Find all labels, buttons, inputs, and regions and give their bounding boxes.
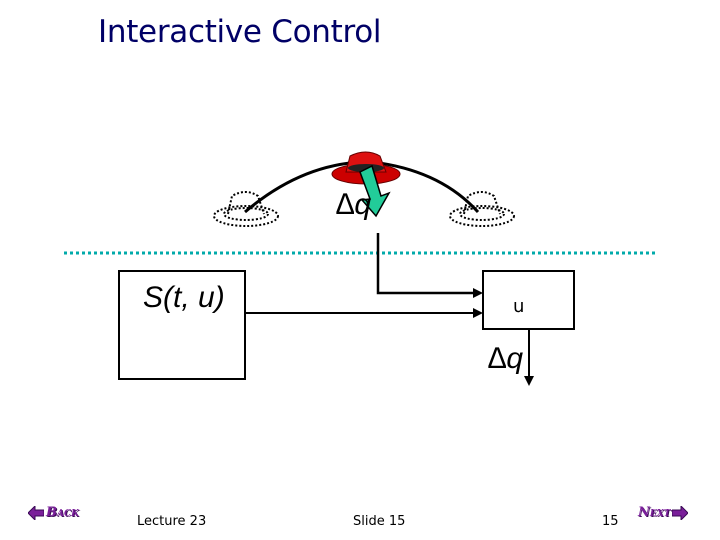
right-curve	[371, 160, 480, 214]
right-dotted-hat-icon	[449, 191, 515, 227]
right-arrow-icon	[672, 505, 689, 520]
slide-title: Interactive Control	[98, 14, 382, 50]
back-button[interactable]: Back	[28, 505, 79, 520]
footer-slide: Slide 15	[353, 514, 406, 529]
system-output-arrowhead	[473, 308, 483, 318]
back-label: Back	[46, 505, 79, 520]
system-box	[118, 270, 246, 380]
controller-output-arrowhead	[524, 376, 534, 386]
left-arrow-icon	[28, 505, 44, 520]
feedback-arrowhead	[473, 288, 483, 298]
green-arrow-icon	[359, 164, 391, 218]
delta-q-top-label: ∆q	[336, 188, 371, 221]
controller-box	[482, 270, 575, 330]
feedback-line	[376, 233, 475, 295]
next-label: Next	[638, 505, 671, 520]
system-label: S(t, u)	[143, 281, 225, 314]
footer-lecture: Lecture 23	[137, 514, 207, 529]
u-label: u	[513, 296, 524, 317]
next-button[interactable]: Next	[638, 505, 689, 520]
delta-q-output-label: ∆q	[488, 342, 523, 375]
footer-page-number: 15	[602, 514, 619, 529]
left-dotted-hat-icon	[213, 191, 279, 227]
